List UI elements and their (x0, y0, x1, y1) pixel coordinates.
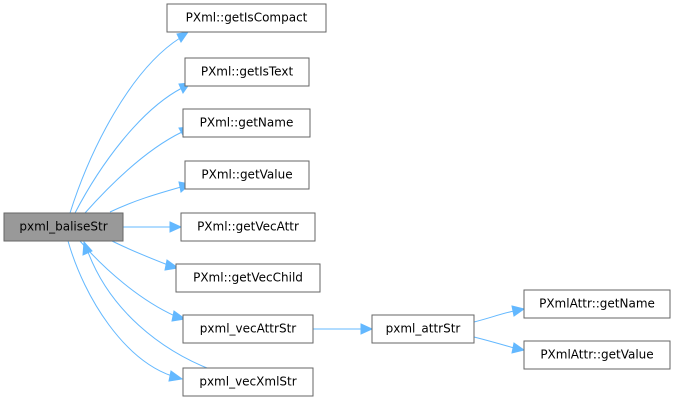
node-pxml-baliseStr[interactable]: pxml_baliseStr (3, 212, 124, 242)
node-vecXmlStr[interactable]: pxml_vecXmlStr (182, 367, 314, 397)
node-label: pxml_vecAttrStr (200, 322, 296, 336)
node-getValue[interactable]: PXml::getValue (184, 160, 310, 190)
edge-root-to-getValue (109, 181, 192, 213)
node-getVecChild[interactable]: PXml::getVecChild (175, 263, 321, 293)
node-label: pxml_attrStr (386, 322, 461, 336)
node-label: PXml::getIsCompact (186, 11, 308, 25)
edge-root-to-vecAttrStr (79, 240, 187, 322)
edge-root-to-vecXmlStr (67, 240, 184, 382)
node-label: PXmlAttr::getName (539, 297, 655, 311)
node-label: pxml_vecXmlStr (199, 375, 296, 389)
node-label: PXmlAttr::getValue (540, 348, 653, 362)
node-attrGetName[interactable]: PXmlAttr::getName (523, 289, 671, 319)
node-label: PXml::getName (200, 116, 294, 130)
edge-attrStr-to-attrGetValue (473, 336, 526, 354)
node-getIsText[interactable]: PXml::getIsText (184, 57, 310, 87)
edge-vecXmlStr-to-root (82, 240, 213, 371)
edge-vecAttrStr-to-attrStr (313, 323, 374, 335)
node-getIsCompact[interactable]: PXml::getIsCompact (166, 3, 327, 33)
node-label: PXml::getVecAttr (197, 220, 299, 234)
node-label: pxml_baliseStr (19, 220, 107, 234)
node-label: PXml::getValue (201, 168, 292, 182)
node-label: PXml::getVecChild (193, 271, 303, 285)
node-getVecAttr[interactable]: PXml::getVecAttr (180, 212, 316, 242)
edge-root-to-getVecAttr (123, 221, 183, 233)
node-vecAttrStr[interactable]: pxml_vecAttrStr (182, 314, 314, 344)
edge-root-to-getIsCompact (69, 31, 190, 214)
edge-root-to-getIsText (74, 82, 192, 214)
node-label: PXml::getIsText (201, 65, 294, 79)
edge-attrStr-to-attrGetName (473, 305, 526, 323)
node-attrGetValue[interactable]: PXmlAttr::getValue (523, 340, 671, 370)
node-attrStr[interactable]: pxml_attrStr (371, 314, 475, 344)
edge-root-to-getVecChild (109, 239, 180, 271)
node-getName[interactable]: PXml::getName (182, 108, 311, 138)
